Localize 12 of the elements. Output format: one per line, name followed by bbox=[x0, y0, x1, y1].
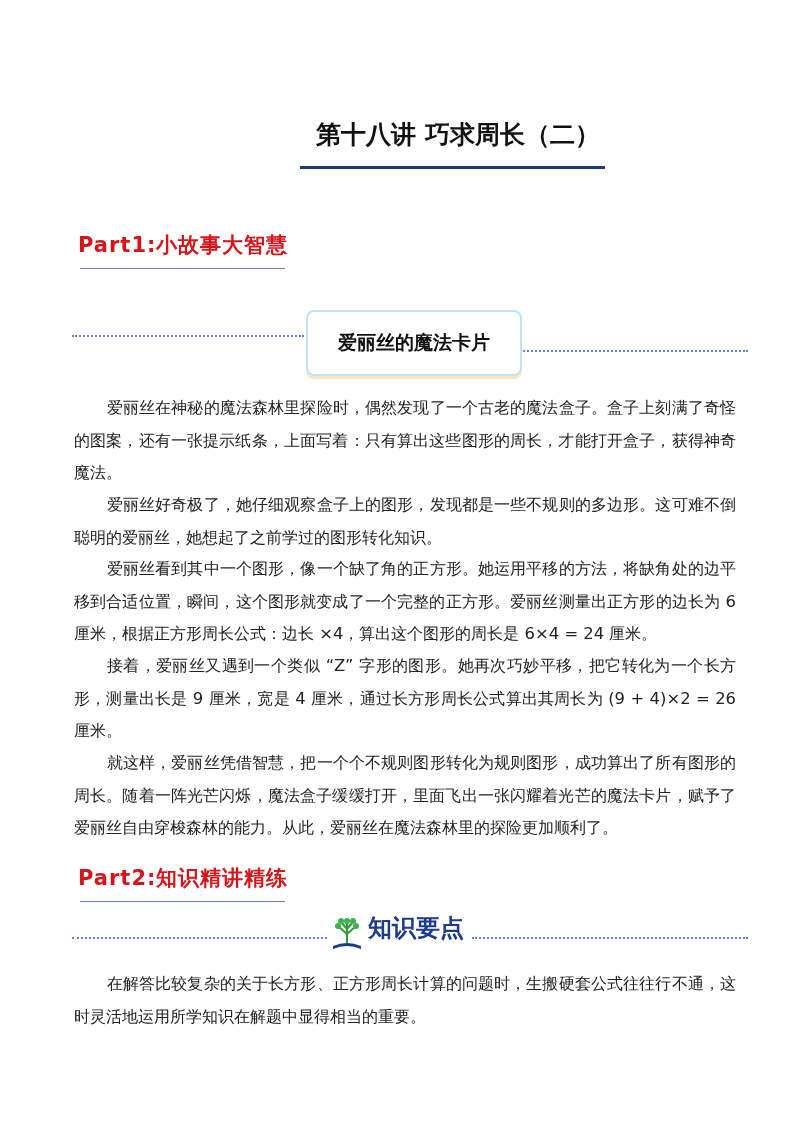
section-subheading: 知识要点 bbox=[368, 913, 464, 944]
paragraph: 爱丽丝看到其中一个图形，像一个缺了角的正方形。她运用平移的方法，将缺角处的边平移到合适位置，瞬间，这个图形就变成了一个完整的正方形。爱丽丝测量出正方形的边长为 6 厘米，根据正方形周长公式：边长 ×4，算出这个图形的周长是 6×4 = 24 厘米。 bbox=[74, 558, 736, 645]
paragraph: 就这样，爱丽丝凭借智慧，把一个个不规则图形转化为规则图形，成功算出了所有图形的周长。随着一阵光芒闪烁，魔法盒子缓缓打开，里面飞出一张闪耀着光芒的魔法卡片，赋予了爱丽丝自由穿梭森林的能力。从此，爱丽丝在魔法森林里的探险更加顺利了。 bbox=[74, 752, 736, 839]
page-title: 第十八讲 巧求周长（二） bbox=[316, 119, 600, 151]
paragraph: 接着，爱丽丝又遇到一个类似 “Z” 字形的图形。她再次巧妙平移，把它转化为一个长方形，测量出长是 9 厘米，宽是 4 厘米，通过长方形周长公式算出其周长为 (9 + 4)×2 = 26 厘米。 bbox=[74, 655, 736, 742]
paragraph: 在解答比较复杂的关于长方形、正方形周长计算的问题时，生搬硬套公式往往行不通，这时灵活地运用所学知识在解题中显得相当的重要。 bbox=[74, 973, 736, 1028]
section-heading: Part2:知识精讲精练 bbox=[78, 865, 289, 892]
section-heading: Part1:小故事大智慧 bbox=[78, 232, 289, 259]
title-card bbox=[306, 310, 522, 376]
paragraph: 爱丽丝在神秘的魔法森林里探险时，偶然发现了一个古老的魔法盒子。盒子上刻满了奇怪的图案，还有一张提示纸条，上面写着：只有算出这些图形的周长，才能打开盒子，获得神奇魔法。 bbox=[74, 397, 736, 484]
card-title: 爱丽丝的魔法卡片 bbox=[338, 330, 490, 355]
paragraph: 爱丽丝好奇极了，她仔细观察盒子上的图形，发现都是一些不规则的多边形。这可难不倒聪明的爱丽丝，她想起了之前学过的图形转化知识。 bbox=[74, 494, 736, 549]
